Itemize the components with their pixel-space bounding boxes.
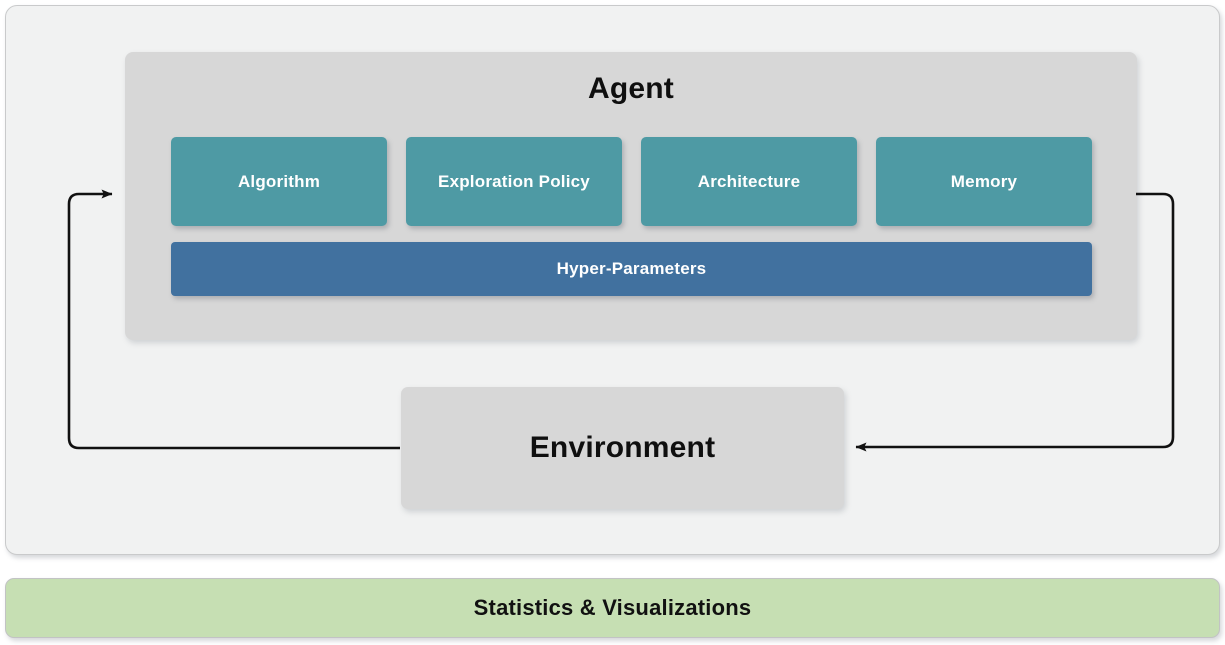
agent-component-algorithm[interactable]: Algorithm — [171, 137, 387, 226]
statistics-visualizations-label: Statistics & Visualizations — [473, 595, 752, 620]
hyper-parameters-bar[interactable]: Hyper-Parameters — [171, 242, 1092, 296]
agent-component-architecture[interactable]: Architecture — [641, 137, 857, 226]
agent-component-row: Algorithm Exploration Policy Architectur… — [171, 137, 1092, 226]
agent-component-label: Memory — [950, 171, 1018, 191]
agent-component-label: Algorithm — [237, 171, 321, 191]
agent-component-label: Exploration Policy — [438, 171, 590, 191]
agent-component-exploration-policy[interactable]: Exploration Policy — [406, 137, 622, 226]
agent-panel-title: Agent — [588, 72, 674, 105]
agent-component-label: Architecture — [697, 171, 801, 191]
agent-component-memory[interactable]: Memory — [876, 137, 1092, 226]
agent-panel[interactable]: Agent Algorithm Exploration Policy Archi… — [125, 52, 1137, 340]
environment-label: Environment — [529, 431, 716, 464]
framework-outer-panel: Agent Algorithm Exploration Policy Archi… — [5, 5, 1220, 555]
statistics-visualizations-bar[interactable]: Statistics & Visualizations — [5, 578, 1220, 638]
environment-box[interactable]: Environment — [401, 387, 844, 509]
hyper-parameters-label: Hyper-Parameters — [556, 259, 707, 278]
